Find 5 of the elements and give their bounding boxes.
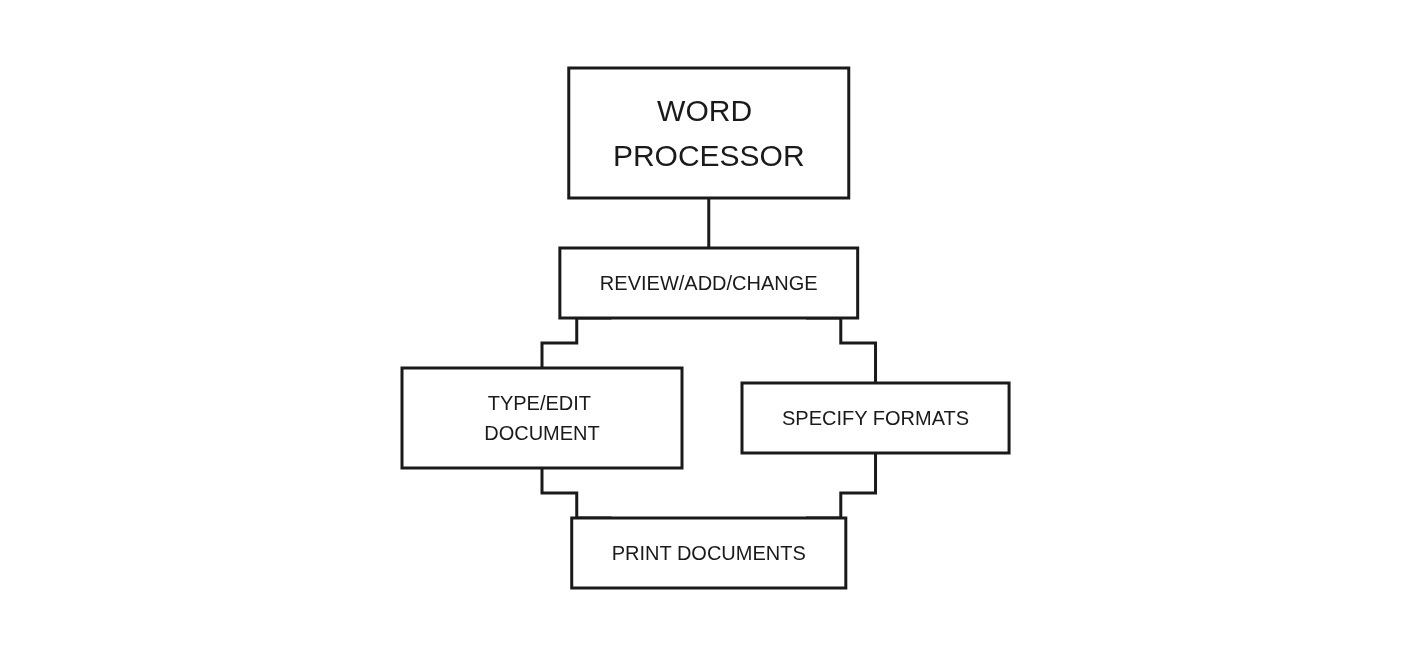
node-box: TYPE/EDIT DOCUMENT [400,366,684,470]
node-box: REVIEW/ADD/CHANGE [558,246,860,320]
node-box: PRINT DOCUMENTS [570,516,848,590]
node-box: SPECIFY FORMATS [740,381,1011,455]
node-box: WORD PROCESSOR [567,66,851,200]
